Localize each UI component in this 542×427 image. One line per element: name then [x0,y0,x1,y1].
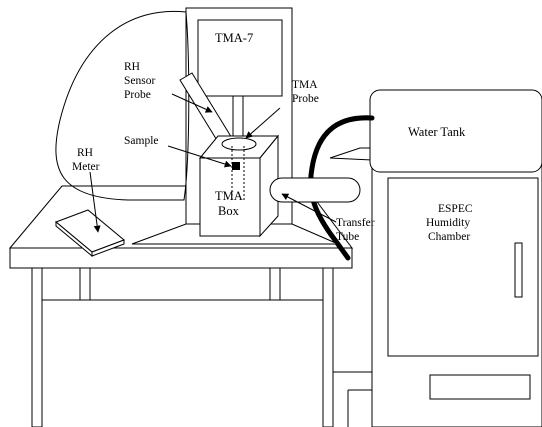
label-rh-meter-1: RH [77,147,93,159]
label-tma7: TMA-7 [215,31,253,45]
rh-meter-device [55,209,125,258]
arrow-tma-probe [245,107,281,139]
label-espec-2: Humidity [426,217,470,229]
tma-box [198,134,280,238]
rh-meter-cable [55,10,190,201]
label-rh-meter-2: Meter [72,161,100,173]
arrow-rh-meter [89,171,101,233]
label-espec-3: Chamber [428,231,470,243]
label-rh-sensor-1: RH [124,61,140,73]
arrow-transfer-tube [281,193,337,223]
arrow-sample [167,145,232,168]
label-transfer-1: Transfer [336,217,375,229]
humidity-chamber [329,147,542,427]
label-sample: Sample [124,135,159,147]
arrow-rh-sensor-probe [171,93,213,113]
floor-lines [329,371,372,427]
transfer-tube [269,177,361,203]
tma-stand [131,7,339,245]
label-rh-sensor-3: Probe [124,89,151,101]
water-hose [308,115,375,261]
label-tma-probe-2: Probe [292,93,319,105]
label-tma-box-1: TMA [215,189,243,203]
label-rh-sensor-2: Sensor [124,75,155,87]
water-tank [369,89,542,173]
label-tma-probe-1: TMA [292,79,318,91]
label-water-tank: Water Tank [408,125,466,139]
label-tma-box-2: Box [218,204,240,218]
label-transfer-2: Tube [336,231,359,243]
label-espec-1: ESPEC [438,203,473,215]
sample-square [232,162,240,170]
